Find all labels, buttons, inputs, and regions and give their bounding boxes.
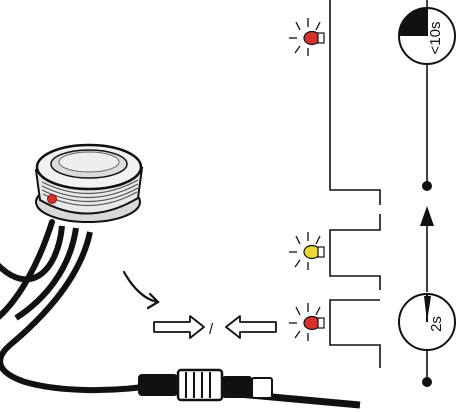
timer-label-10s: <10s bbox=[427, 22, 444, 55]
timeline-dot-bottom bbox=[422, 377, 432, 387]
arrow-left-icon bbox=[225, 315, 277, 339]
led-indicator-2 bbox=[289, 232, 325, 270]
sensor-device bbox=[0, 143, 151, 394]
timeline bbox=[420, 0, 434, 387]
timeline-dot-top bbox=[422, 181, 432, 191]
insert-remove-arrows: / bbox=[153, 315, 277, 339]
up-arrow-icon bbox=[420, 206, 434, 292]
curved-arrow-icon bbox=[122, 270, 160, 310]
led-indicator-1 bbox=[289, 18, 325, 56]
timer-label-2s: 2s bbox=[428, 316, 445, 332]
housing-led-icon bbox=[47, 194, 57, 204]
cable-connector bbox=[138, 368, 361, 409]
cable-right bbox=[0, 231, 151, 394]
timer-hold-10s: <10s bbox=[398, 7, 456, 65]
cable-right-b bbox=[14, 227, 79, 321]
arrow-right-icon bbox=[153, 315, 205, 339]
cable-middle bbox=[0, 225, 65, 283]
separator-slash: / bbox=[209, 321, 214, 338]
led-indicator-3 bbox=[289, 303, 325, 341]
signal-waveform bbox=[329, 0, 381, 368]
timer-press-2s: 2s bbox=[398, 293, 456, 351]
